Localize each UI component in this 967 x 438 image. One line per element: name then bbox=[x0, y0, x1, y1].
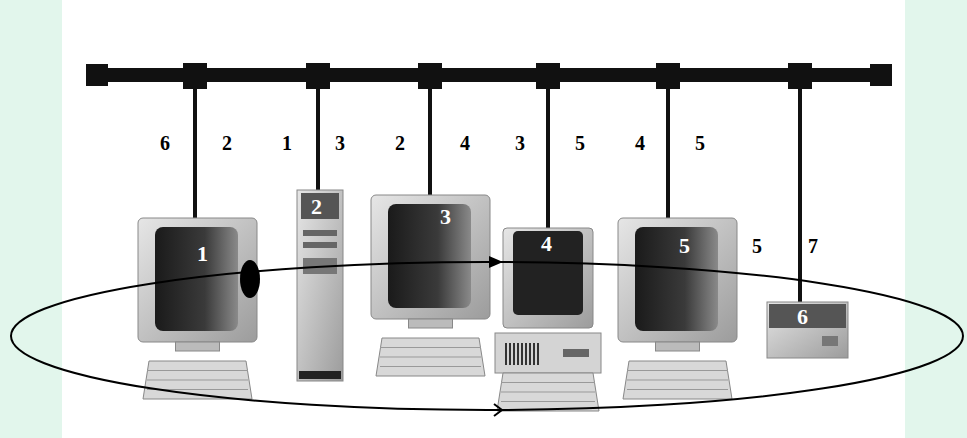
address-number: 4 bbox=[460, 133, 470, 153]
bus-cable bbox=[88, 68, 890, 82]
address-number: 2 bbox=[222, 133, 232, 153]
station-number: 2 bbox=[311, 196, 322, 218]
server-tower: 2 bbox=[295, 188, 345, 383]
address-number: 1 bbox=[282, 133, 292, 153]
address-number: 3 bbox=[335, 133, 345, 153]
token bbox=[240, 260, 260, 298]
ring-tick bbox=[494, 404, 502, 416]
ring-arrowhead bbox=[489, 256, 503, 268]
station-number: 5 bbox=[679, 235, 690, 257]
address-number: 2 bbox=[395, 133, 405, 153]
desktop-pc: 4 bbox=[493, 225, 603, 415]
workstation-outline bbox=[615, 215, 740, 405]
bus-terminator bbox=[86, 64, 108, 86]
workstation: 5 bbox=[615, 215, 740, 405]
t-connectors bbox=[183, 63, 812, 89]
address-number: 5 bbox=[752, 236, 762, 256]
workstation: 3 bbox=[368, 192, 493, 382]
bus-terminator bbox=[870, 64, 892, 86]
address-number: 7 bbox=[808, 236, 818, 256]
printer: 6 bbox=[765, 300, 850, 360]
station-number: 4 bbox=[541, 233, 552, 255]
ring-ellipse bbox=[11, 262, 963, 410]
address-number: 5 bbox=[695, 133, 705, 153]
station-number: 3 bbox=[440, 206, 451, 228]
workstation-outline bbox=[368, 192, 493, 382]
address-number: 6 bbox=[160, 133, 170, 153]
station-number: 6 bbox=[797, 306, 808, 328]
workstation: 1 bbox=[135, 215, 260, 405]
address-number: 3 bbox=[515, 133, 525, 153]
address-number: 4 bbox=[635, 133, 645, 153]
address-number: 5 bbox=[575, 133, 585, 153]
station-number: 1 bbox=[197, 243, 208, 265]
